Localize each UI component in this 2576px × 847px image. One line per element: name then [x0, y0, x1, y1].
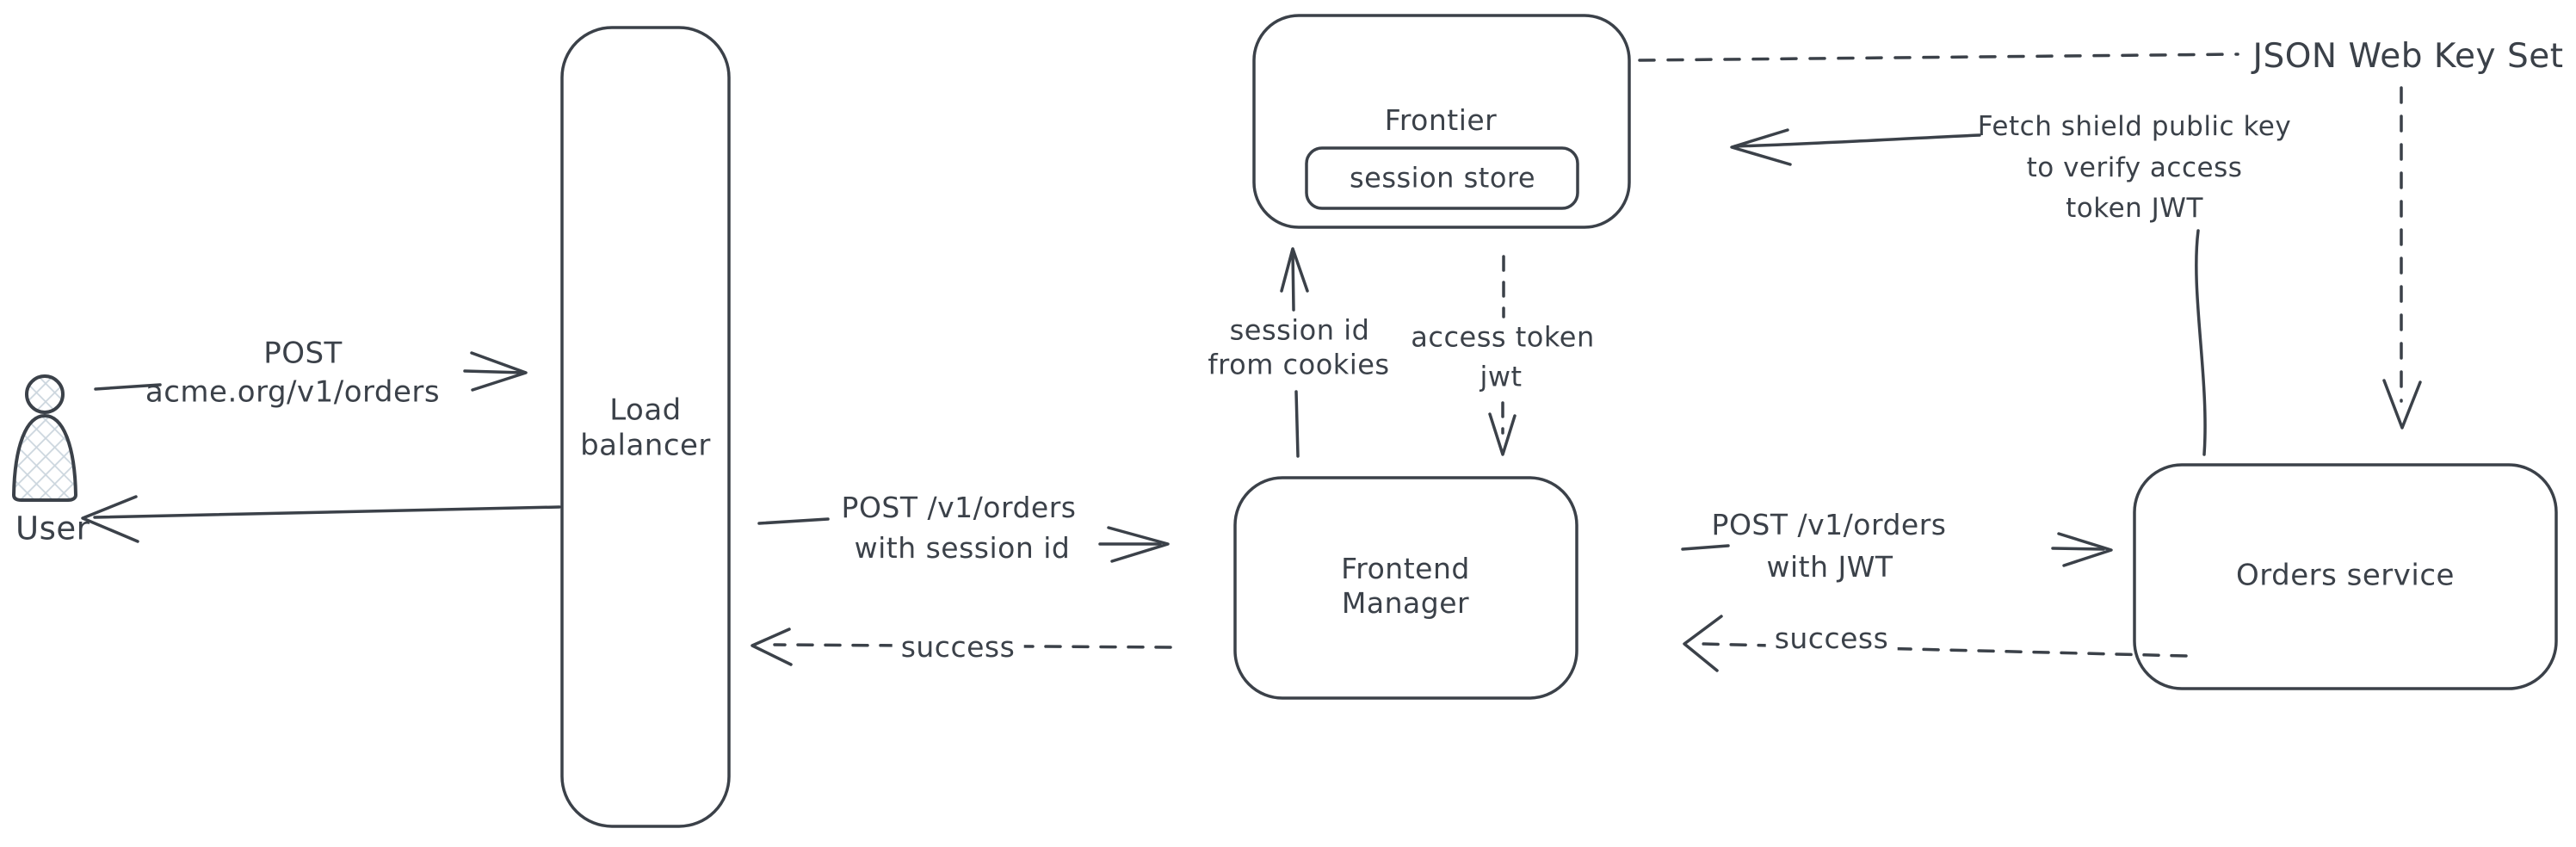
edge-label-fetch-key-3: token JWT — [2066, 193, 2203, 225]
edge-label-session-id-2: from cookies — [1208, 348, 1390, 381]
user-icon[interactable] — [12, 374, 77, 502]
edge-label-access-token-1: access token — [1411, 320, 1595, 354]
frontend-manager-node[interactable] — [1233, 476, 1578, 700]
session-store-label[interactable]: session store — [1349, 161, 1536, 195]
edge-label-session-id-1: session id — [1229, 313, 1370, 347]
orders-service-node[interactable] — [2133, 463, 2558, 690]
arrow-load-balancer-to-frontend-manager — [757, 517, 1170, 563]
arrow-orders-service-to-frontier — [1730, 128, 2207, 456]
edge-label-post-orders-session-1: POST /v1/orders — [841, 490, 1077, 524]
arrow-user-to-load-balancer — [94, 351, 528, 392]
arrow-jwks — [1638, 53, 2422, 430]
edge-label-acme-orders: acme.org/v1/orders — [145, 374, 441, 410]
session-store-node[interactable] — [1305, 146, 1579, 210]
edge-label-fetch-key-2: to verify access — [2026, 152, 2243, 184]
arrow-frontend-manager-to-orders-service — [1681, 532, 2113, 567]
arrow-frontier-to-frontend-manager — [1488, 255, 1517, 456]
edge-label-post-orders-session-2: with session id — [854, 530, 1071, 565]
edge-label-success-left: success — [892, 629, 1024, 665]
arrow-load-balancer-to-user — [81, 495, 561, 543]
load-balancer-label[interactable]: Load balancer — [580, 393, 711, 463]
edge-label-fetch-key-1: Fetch shield public key — [1977, 111, 2292, 143]
edge-label-post-orders-jwt-1: POST /v1/orders — [1711, 507, 1947, 541]
edge-label-success-right: success — [1765, 621, 1898, 657]
arrow-frontend-manager-to-frontier — [1280, 247, 1309, 458]
orders-service-label[interactable]: Orders service — [2236, 558, 2455, 593]
load-balancer-node[interactable] — [560, 26, 731, 828]
user-label: User — [15, 510, 90, 547]
edge-label-jwks: JSON Web Key Set — [2252, 37, 2564, 77]
edge-label-post-orders-jwt-2: with JWT — [1766, 549, 1893, 584]
edge-label-access-token-2: jwt — [1480, 360, 1523, 393]
frontier-label[interactable]: Frontier — [1384, 102, 1498, 137]
frontend-manager-label[interactable]: Frontend Manager — [1341, 551, 1470, 620]
edge-label-post: POST — [263, 336, 343, 371]
arrow-orders-service-to-frontend-manager-success — [1683, 615, 2188, 672]
